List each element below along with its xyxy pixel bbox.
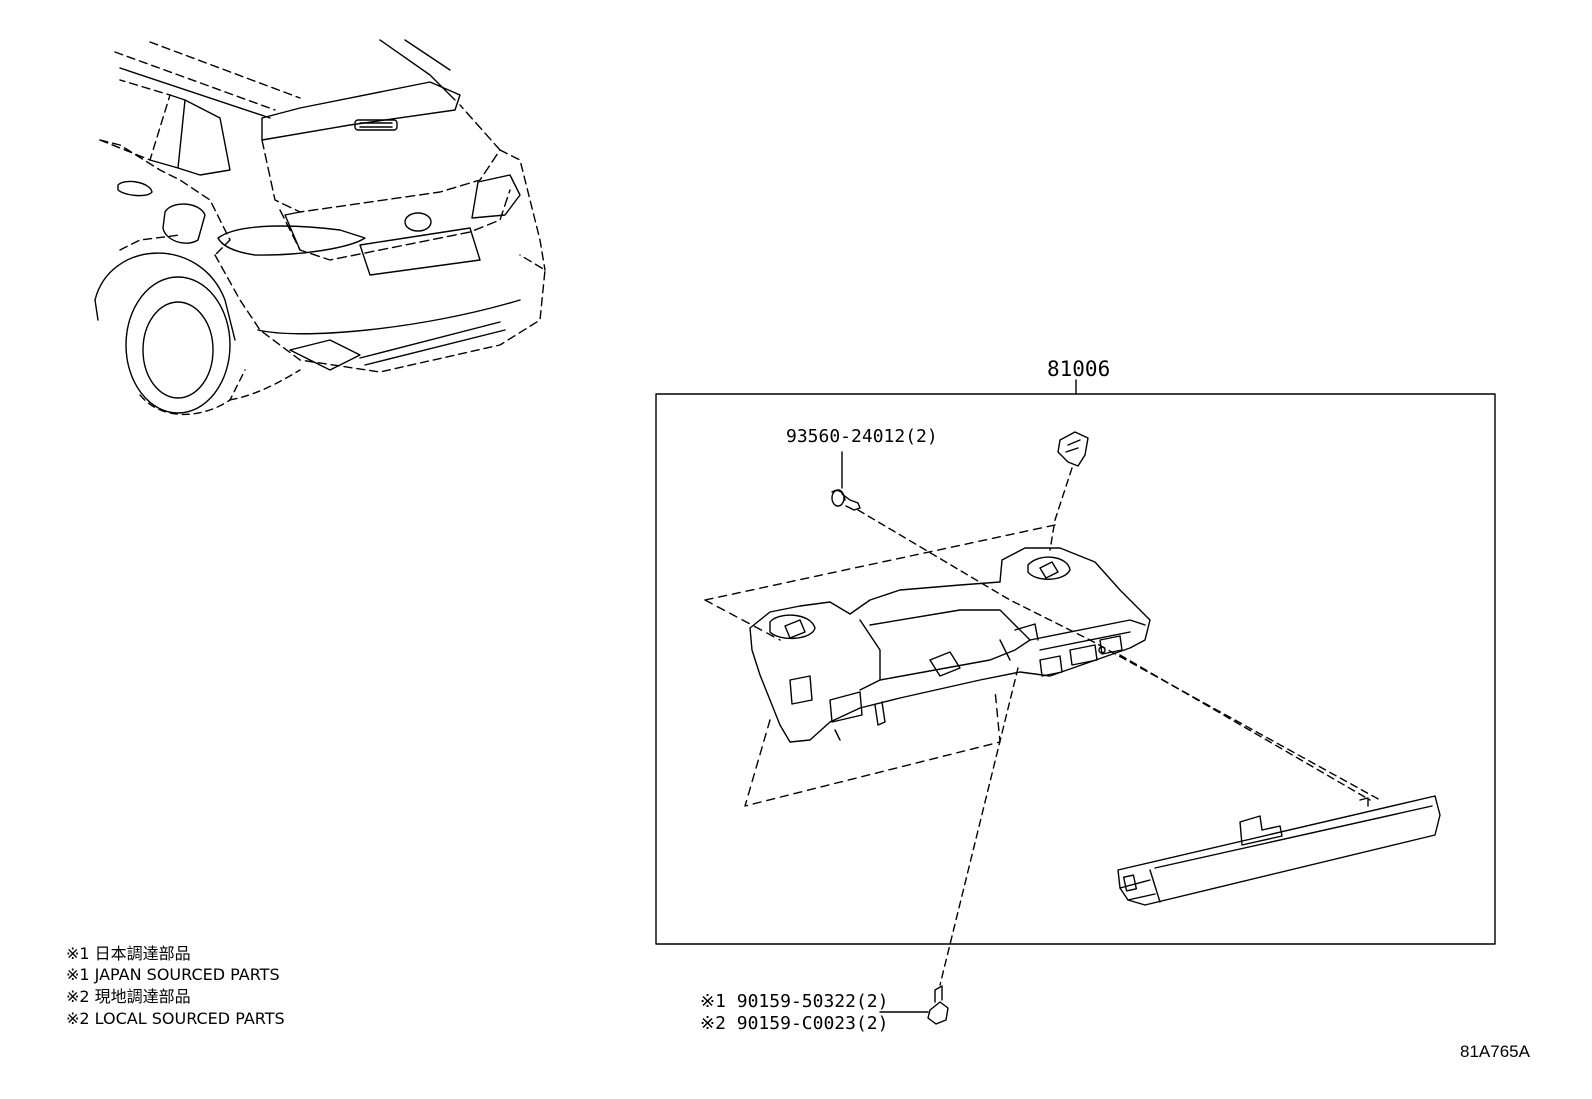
assembly-part-number: 81006 [1047,357,1111,381]
note-japan-jp: ※1 日本調達部品 [66,944,191,963]
screw-axis-dashed [939,667,1019,986]
screw-part-number-1: ※1 90159-50322(2) [700,991,889,1012]
mounting-plane-dashed [704,524,1056,807]
clip-part [831,451,1381,801]
vehicle-rear-illustration [94,39,546,416]
diagram-code: 81A765A [1460,1042,1530,1061]
note-local-en: ※2 LOCAL SOURCED PARTS [66,1009,285,1028]
high-mount-stop-lamp [1117,795,1441,906]
lamp-axis-dashed [1119,654,1371,801]
screw-part-number-2: ※2 90159-C0023(2) [700,1013,889,1034]
assembly-frame [655,393,1496,945]
note-local-jp: ※2 現地調達部品 [66,987,191,1006]
bracket-housing [749,547,1151,743]
connector-part [1049,431,1089,551]
screw-part [879,985,949,1025]
clip-part-number: 93560-24012(2) [786,426,938,447]
note-japan-en: ※1 JAPAN SOURCED PARTS [66,965,280,984]
